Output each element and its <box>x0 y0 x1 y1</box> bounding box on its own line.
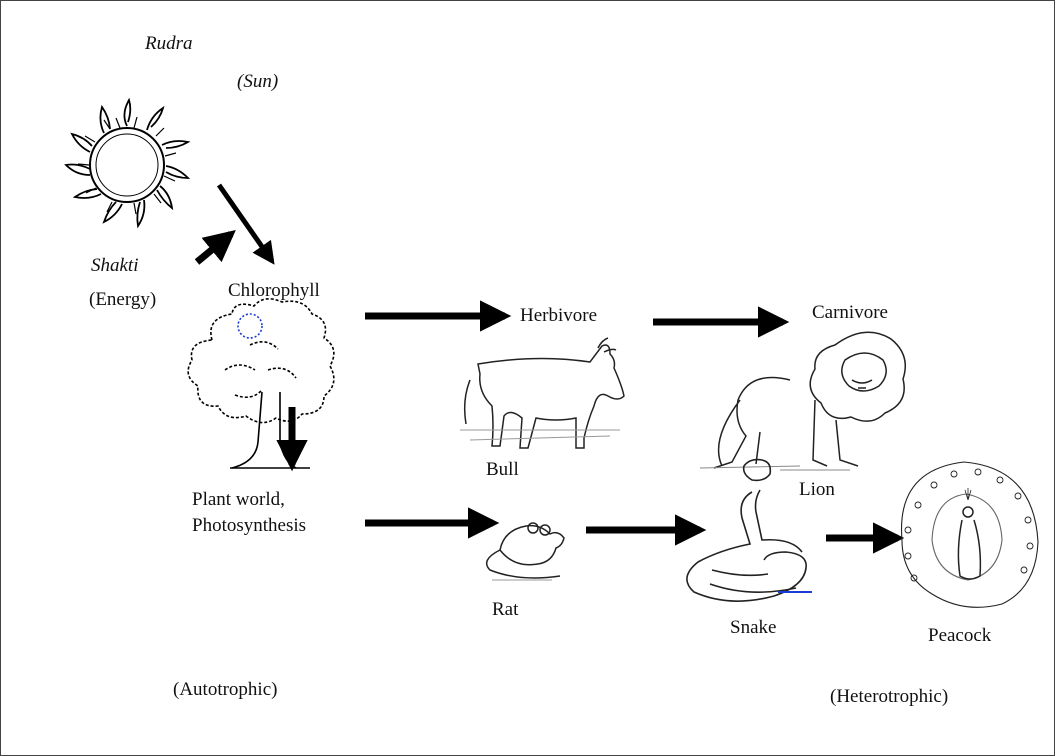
rat-icon <box>487 523 564 580</box>
label-carnivore: Carnivore <box>812 302 888 324</box>
bull-icon <box>460 338 624 448</box>
tree-icon <box>188 299 334 468</box>
label-lion: Lion <box>799 479 835 501</box>
arrow-sun-to-chlorophyll <box>219 185 272 261</box>
label-heterotrophic: (Heterotrophic) <box>830 686 948 708</box>
label-rat: Rat <box>492 599 518 621</box>
lion-icon <box>700 332 905 470</box>
label-bull: Bull <box>486 459 519 481</box>
sun-icon <box>66 100 188 226</box>
label-snake: Snake <box>730 617 776 639</box>
snake-icon <box>687 460 812 602</box>
label-sun: (Sun) <box>237 71 278 93</box>
arrow-energy-to-sun <box>197 234 231 262</box>
label-photosynthesis: Photosynthesis <box>192 515 306 537</box>
label-shakti: Shakti <box>91 255 139 277</box>
arrows <box>197 185 898 538</box>
peacock-icon <box>902 462 1038 607</box>
label-herbivore: Herbivore <box>520 305 597 327</box>
label-chlorophyll: Chlorophyll <box>228 280 320 302</box>
label-plant-world: Plant world, <box>192 489 285 511</box>
label-peacock: Peacock <box>928 625 991 647</box>
label-autotrophic: (Autotrophic) <box>173 679 277 701</box>
label-rudra: Rudra <box>145 33 193 55</box>
label-energy: (Energy) <box>89 289 156 311</box>
